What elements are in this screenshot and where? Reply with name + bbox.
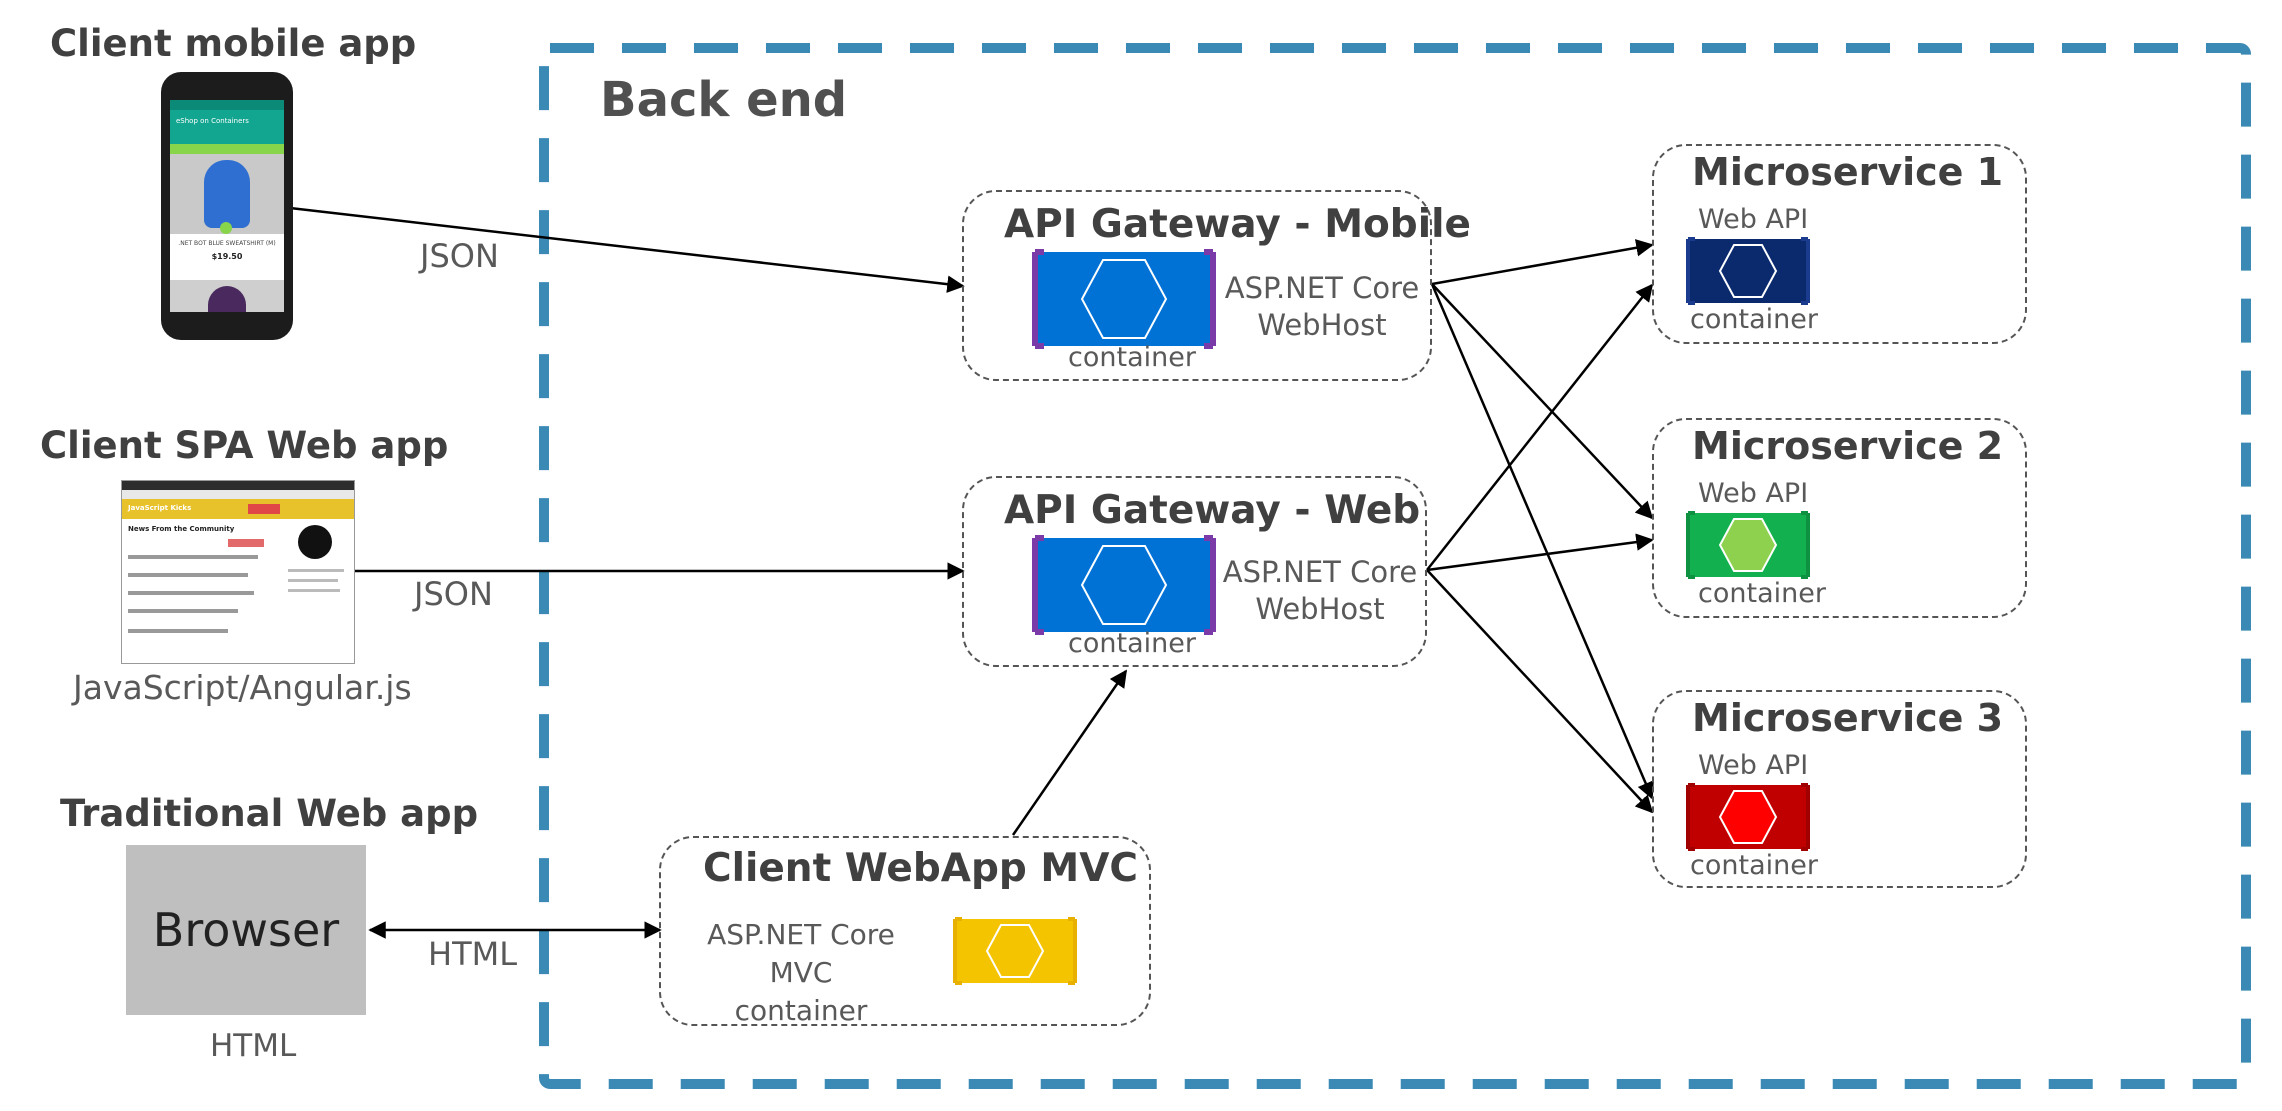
webapp-title: Client WebApp MVC — [703, 846, 1138, 891]
arrow-gww-to-ms3 — [1426, 569, 1654, 814]
gateway-mobile-container-icon — [1032, 249, 1216, 349]
gateway-mobile-container-label: container — [1068, 342, 1196, 373]
arrow-gww-to-ms2 — [1426, 533, 1654, 572]
browser-box: Browser — [126, 845, 366, 1015]
microservice-1-api-label: Web API — [1698, 204, 1809, 235]
microservice-2-title: Microservice 2 — [1692, 424, 2004, 468]
microservice-3-api-label: Web API — [1698, 750, 1809, 781]
gateway-mobile-title: API Gateway - Mobile — [1004, 202, 1471, 247]
spa-sidebar-logo — [298, 525, 332, 559]
gateway-web-host-line1: ASP.NET Core — [1222, 555, 1418, 589]
spa-sidebar-line-3 — [288, 589, 340, 592]
gateway-web-host: ASP.NET Core WebHost — [1220, 554, 1420, 628]
phone-screen: eShop on Containers .NET BOT BLUE SWEATS… — [170, 100, 284, 312]
microservice-3-title: Microservice 3 — [1692, 696, 2004, 740]
api-gateway-mobile: API Gateway - Mobile container ASP.NET C… — [962, 190, 1471, 381]
sweatshirt-image — [204, 160, 250, 228]
mobile-protocol-label: JSON — [420, 237, 499, 275]
browser-caption: HTML — [210, 1028, 297, 1064]
spa-caption: JavaScript/Angular.js — [73, 668, 412, 707]
phone-device: eShop on Containers .NET BOT BLUE SWEATS… — [161, 72, 293, 340]
arrow-mobile-to-gateway — [289, 206, 965, 293]
product-name: .NET BOT BLUE SWEATSHIRT (M) — [178, 240, 276, 247]
gateway-web-host-line2: WebHost — [1255, 592, 1385, 626]
gateway-web-container-label: container — [1068, 628, 1196, 659]
webapp-line1: ASP.NET Core MVC — [707, 918, 895, 989]
product-image-2 — [170, 280, 284, 312]
microservice-2-api-label: Web API — [1698, 478, 1809, 509]
add-badge-icon — [220, 222, 232, 234]
microservice-1-container-icon — [1686, 237, 1810, 305]
microservice-1-title: Microservice 1 — [1692, 150, 2004, 194]
spa-brand: JavaScript Kicks — [128, 504, 192, 512]
product-image — [170, 154, 284, 234]
spa-browser-tabs — [122, 481, 354, 490]
spa-news-line-3 — [128, 591, 254, 595]
gateway-web-container-icon — [1032, 535, 1216, 635]
spa-news-line-4 — [128, 609, 238, 613]
microservice-2: Microservice 2 Web API container — [1652, 418, 2027, 618]
arrow-gww-to-ms1 — [1426, 283, 1654, 571]
spa-sidebar-line-1 — [288, 569, 344, 572]
microservice-3-container-icon — [1686, 783, 1810, 851]
spa-app-title: Client SPA Web app — [40, 424, 449, 467]
spa-news-line-5 — [128, 629, 228, 633]
traditional-app-title: Traditional Web app — [60, 792, 479, 835]
webapp-text: ASP.NET Core MVC container — [681, 916, 921, 1030]
product-price: $19.50 — [211, 252, 243, 261]
phone-filter-bar — [170, 144, 284, 154]
microservice-1-container-label: container — [1690, 304, 1818, 335]
spa-address-bar — [122, 490, 354, 499]
api-gateway-web: API Gateway - Web container ASP.NET Core… — [962, 476, 1427, 667]
phone-app-title: eShop on Containers — [170, 110, 284, 132]
arrow-gwm-to-ms2 — [1431, 283, 1654, 520]
phone-tab-bar — [170, 132, 284, 144]
arrow-gwm-to-ms1 — [1431, 239, 1654, 286]
spa-protocol-label: JSON — [414, 575, 493, 613]
arrow-gwm-to-ms3 — [1430, 283, 1654, 800]
spa-heading: News From the Community — [128, 525, 235, 533]
spa-news-line-2 — [128, 573, 248, 577]
traditional-protocol-label: HTML — [428, 935, 518, 973]
backend-title: Back end — [600, 72, 848, 128]
gateway-mobile-host: ASP.NET Core WebHost — [1222, 270, 1422, 344]
spa-submit-button — [228, 539, 264, 547]
mobile-app-title: Client mobile app — [50, 22, 417, 65]
phone-status-bar — [170, 100, 284, 110]
product-card: .NET BOT BLUE SWEATSHIRT (M) $19.50 — [170, 234, 284, 280]
sweatshirt-image-2 — [208, 286, 246, 312]
microservice-2-container-icon — [1686, 511, 1810, 579]
microservice-2-container-label: container — [1698, 578, 1826, 609]
webapp-line2: container — [734, 994, 868, 1027]
arrow-webapp-to-gateway — [1011, 669, 1128, 836]
microservice-3: Microservice 3 Web API container — [1652, 690, 2027, 888]
spa-signup-button — [248, 504, 280, 514]
spa-site-header: JavaScript Kicks — [122, 499, 354, 519]
browser-label: Browser — [152, 903, 340, 957]
spa-news-line-1 — [128, 555, 258, 559]
gateway-mobile-host-line1: ASP.NET Core — [1224, 271, 1420, 305]
spa-sidebar-line-2 — [288, 579, 338, 582]
spa-content: News From the Community — [122, 519, 354, 663]
client-webapp-mvc: Client WebApp MVC ASP.NET Core MVC conta… — [659, 836, 1151, 1027]
microservice-3-container-label: container — [1690, 850, 1818, 881]
gateway-mobile-host-line2: WebHost — [1257, 308, 1387, 342]
webapp-container-icon — [953, 917, 1077, 985]
spa-screenshot: JavaScript Kicks News From the Community — [121, 480, 355, 664]
microservice-1: Microservice 1 Web API container — [1652, 144, 2027, 344]
gateway-web-title: API Gateway - Web — [1004, 488, 1421, 533]
